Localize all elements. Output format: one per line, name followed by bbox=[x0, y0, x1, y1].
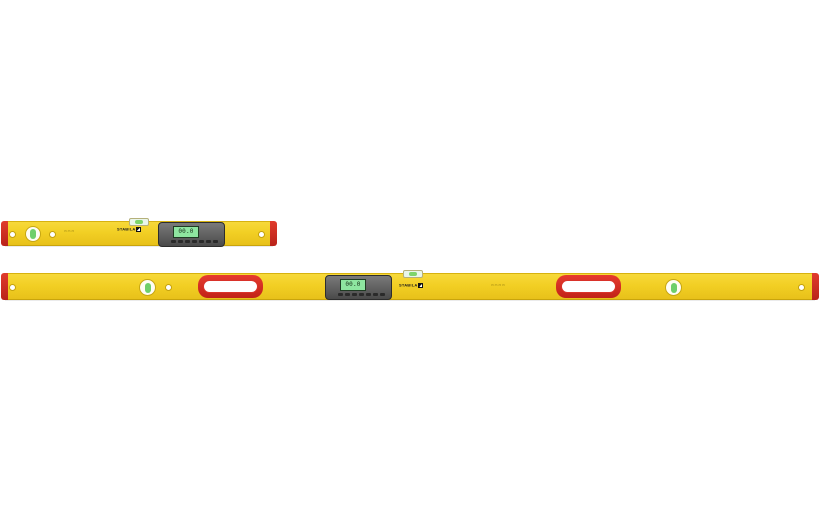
vial-bubble-icon bbox=[144, 282, 151, 293]
vial-bubble-icon bbox=[30, 229, 36, 239]
left-endcap bbox=[1, 273, 8, 300]
hang-hole-icon bbox=[258, 231, 265, 238]
spec-print: ▭ ▭ ▭ ▭ bbox=[491, 283, 505, 287]
key bbox=[213, 240, 218, 243]
keypad-icon bbox=[338, 293, 385, 296]
handle-grip bbox=[561, 280, 616, 293]
digital-display: 00.0 bbox=[158, 222, 225, 247]
key bbox=[171, 240, 176, 243]
top-vial-icon bbox=[129, 218, 149, 226]
brand-logo: STABILA bbox=[117, 226, 142, 232]
key bbox=[178, 240, 183, 243]
left-endcap bbox=[1, 221, 8, 246]
display-reading: 00.0 bbox=[178, 228, 194, 235]
handle-grip bbox=[203, 280, 258, 293]
long-spirit-level: 00.0 STABILA ▭ ▭ ▭ ▭ bbox=[1, 270, 819, 300]
brand-name: STABILA bbox=[399, 282, 418, 288]
digital-display: 00.0 bbox=[325, 275, 392, 300]
spec-print: ▭ ▭ ▭ bbox=[64, 229, 75, 233]
right-carry-handle bbox=[556, 275, 621, 298]
key bbox=[359, 293, 364, 296]
short-spirit-level: STABILA ▭ ▭ ▭ 00.0 bbox=[1, 218, 277, 247]
brand-name: STABILA bbox=[117, 226, 136, 232]
key bbox=[185, 240, 190, 243]
key bbox=[380, 293, 385, 296]
key bbox=[206, 240, 211, 243]
key bbox=[338, 293, 343, 296]
hang-hole-icon bbox=[798, 284, 805, 291]
level-vial-icon bbox=[25, 226, 41, 242]
logo-mark-icon bbox=[136, 227, 142, 232]
key bbox=[352, 293, 357, 296]
left-carry-handle bbox=[198, 275, 263, 298]
top-vial-bubble-icon bbox=[409, 272, 417, 276]
hang-hole-icon bbox=[49, 231, 56, 238]
key bbox=[199, 240, 204, 243]
display-screen: 00.0 bbox=[340, 279, 366, 291]
top-vial-bubble-icon bbox=[135, 220, 143, 224]
display-reading: 00.0 bbox=[345, 281, 361, 288]
vial-bubble-icon bbox=[670, 282, 677, 293]
level-vial-icon bbox=[139, 279, 156, 296]
hang-hole-icon bbox=[165, 284, 172, 291]
hang-hole-icon bbox=[9, 231, 16, 238]
right-endcap bbox=[270, 221, 277, 246]
key bbox=[373, 293, 378, 296]
key bbox=[366, 293, 371, 296]
keypad-icon bbox=[171, 240, 218, 243]
top-vial-icon bbox=[403, 270, 423, 278]
brand-logo: STABILA bbox=[399, 282, 424, 288]
right-endcap bbox=[812, 273, 819, 300]
display-screen: 00.0 bbox=[173, 226, 199, 238]
level-vial-icon bbox=[665, 279, 682, 296]
hang-hole-icon bbox=[9, 284, 16, 291]
key bbox=[345, 293, 350, 296]
key bbox=[192, 240, 197, 243]
logo-mark-icon bbox=[418, 283, 424, 288]
